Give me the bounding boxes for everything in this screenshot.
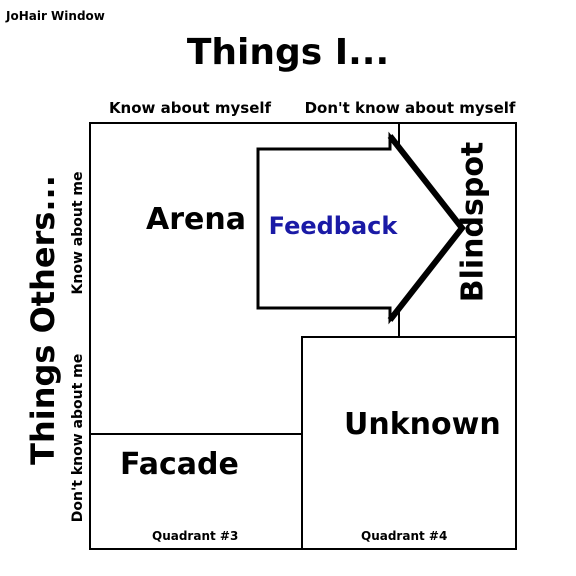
quadrant-facade: Facade: [120, 447, 239, 482]
window-title: JoHair Window: [6, 9, 105, 23]
quadrant-3-caption: Quadrant #3: [152, 529, 239, 543]
quadrant-blindspot: Blindspot: [455, 141, 491, 303]
quadrant-arena: Arena: [146, 202, 246, 237]
feedback-label: Feedback: [268, 212, 398, 240]
row-label-know: Know about me: [70, 171, 86, 295]
row-label-dont-know: Don't know about me: [70, 353, 86, 523]
page-title: Things I...: [186, 32, 390, 73]
quadrant-4-caption: Quadrant #4: [361, 529, 448, 543]
column-label-know: Know about myself: [108, 99, 272, 117]
arrow-tip: [387, 134, 466, 322]
row-group-label: Things Others...: [24, 175, 62, 465]
column-label-dont-know: Don't know about myself: [304, 99, 516, 117]
quadrant-unknown: Unknown: [344, 407, 501, 442]
unknown-box: [301, 336, 517, 550]
